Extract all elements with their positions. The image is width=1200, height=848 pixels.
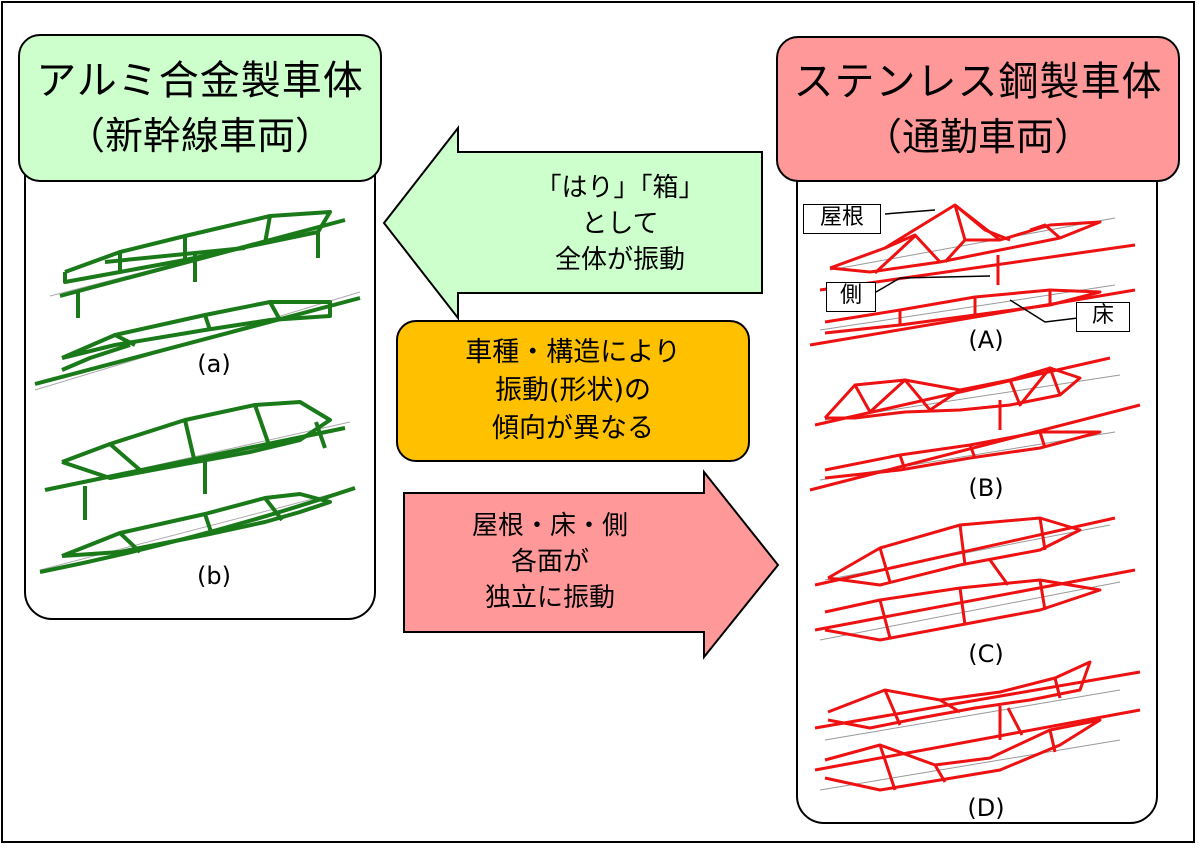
middle-box: 車種・構造により 振動(形状)の 傾向が異なる (396, 320, 750, 462)
left-arrow-line-1: 「はり」「箱」 (535, 173, 705, 203)
floor-label: 床 (1076, 302, 1130, 332)
mode-shape-a-roof (49, 210, 346, 318)
caption-C: (C) (968, 640, 1004, 668)
caption-D: (D) (967, 794, 1005, 822)
left-title: アルミ合金製車体 (36, 58, 364, 104)
left-arrow-text: 「はり」「箱」 として 全体が振動 (500, 170, 740, 278)
caption-B: (B) (968, 474, 1004, 502)
right-arrow-text: 屋根・床・側 各面が 独立に振動 (420, 508, 680, 616)
caption-a: (a) (197, 350, 231, 378)
left-arrow (382, 125, 763, 321)
mode-shape-B (809, 356, 1141, 492)
left-arrow-line-2: として (581, 209, 659, 239)
mode-shape-D (814, 660, 1141, 792)
middle-line-1: 車種・構造により (465, 337, 681, 368)
mode-shape-b-floor (39, 486, 356, 574)
right-subtitle: （通勤車両） (863, 115, 1092, 159)
mode-shape-a-floor (34, 291, 361, 391)
caption-A: (A) (968, 326, 1004, 354)
side-label: 側 (826, 282, 876, 312)
right-arrow (403, 469, 780, 660)
mode-shape-C (814, 516, 1136, 642)
right-arrow-line-3: 独立に振動 (484, 583, 615, 613)
right-arrow-line-1: 屋根・床・側 (471, 511, 628, 541)
right-title: ステンレス鋼製車体 (793, 59, 1163, 105)
right-title-box: ステンレス鋼製車体 （通勤車両） (776, 36, 1180, 182)
label-leaders (875, 209, 1079, 323)
right-arrow-line-2: 各面が (510, 547, 589, 577)
middle-line-2: 振動(形状)の (494, 375, 652, 406)
roof-label: 屋根 (803, 204, 881, 234)
left-title-box: アルミ合金製車体 （新幹線車両） (18, 34, 382, 182)
middle-line-3: 傾向が異なる (492, 413, 654, 444)
left-arrow-line-3: 全体が振動 (554, 245, 685, 275)
left-subtitle: （新幹線車両） (66, 114, 333, 158)
mode-shape-b-roof (44, 400, 351, 520)
caption-b: (b) (197, 562, 231, 590)
